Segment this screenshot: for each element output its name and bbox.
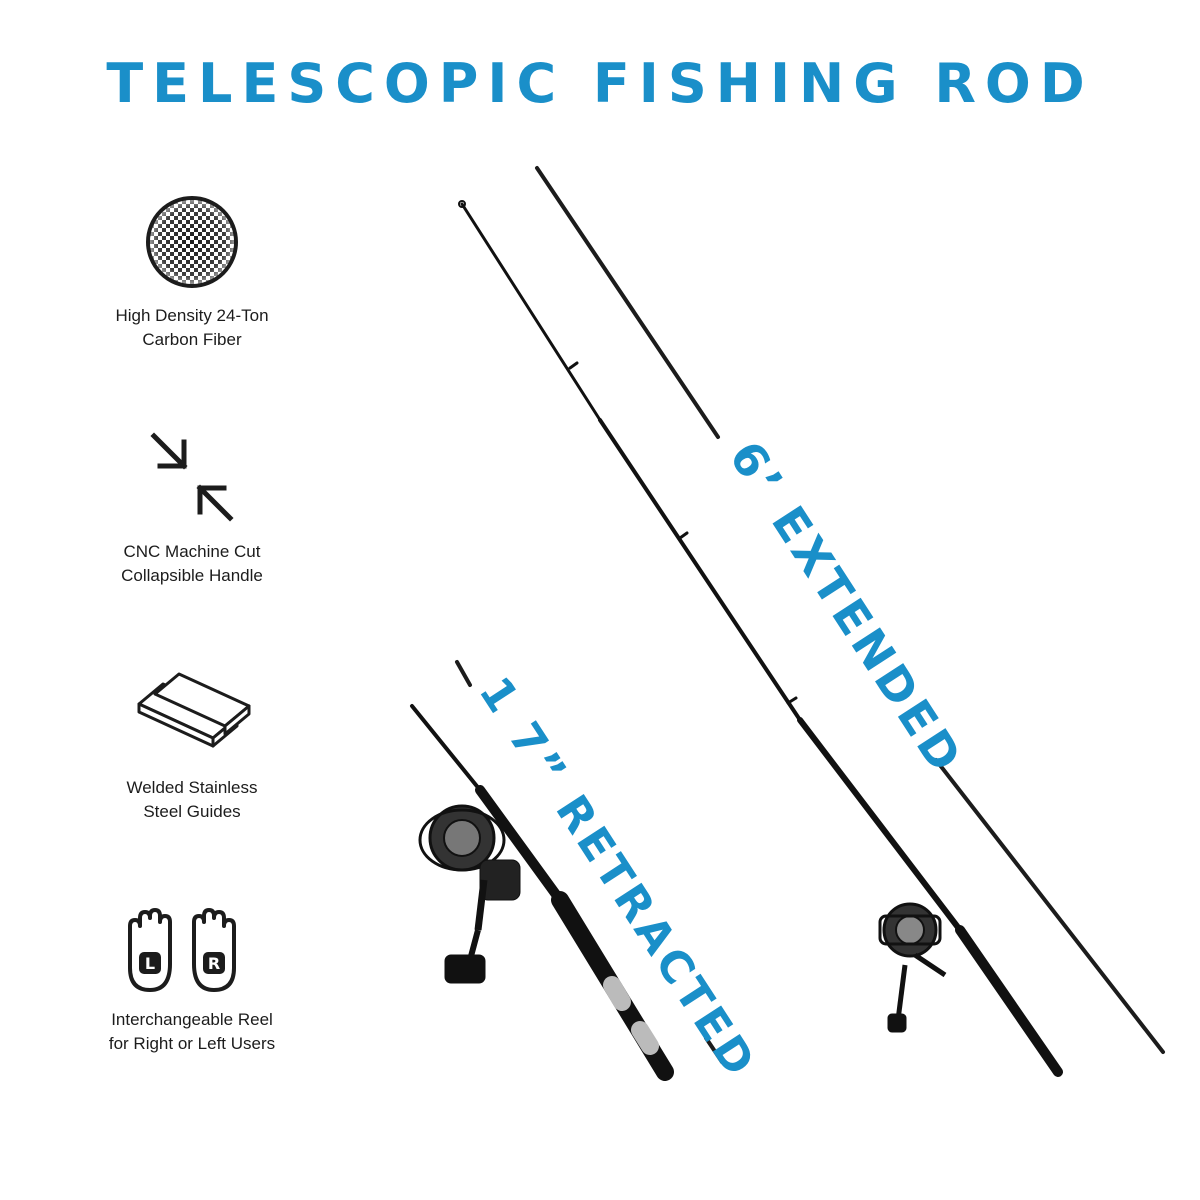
feature-label: High Density 24-Ton Carbon Fiber: [115, 306, 269, 349]
feature-label: Interchangeable Reel for Right or Left U…: [108, 1010, 276, 1053]
extended-dimension-line: [535, 166, 1165, 1054]
page-title: TELESCOPIC FISHING ROD: [106, 52, 1094, 115]
extended-label: 6’ EXTENDED: [719, 432, 974, 785]
feature-steel-guides: Welded Stainless Steel Guides: [92, 664, 292, 824]
feature-label: Welded Stainless Steel Guides: [126, 778, 258, 821]
carbon-fiber-icon: [146, 196, 238, 288]
right-badge: [203, 952, 225, 974]
stainless-plates-icon: [137, 672, 251, 748]
feature-collapsible-handle: CNC Machine Cut Collapsible Handle: [92, 428, 292, 588]
collapse-arrows-icon: [150, 432, 234, 522]
extended-reel-icon: [878, 902, 947, 1033]
retracted-rod: [410, 704, 674, 1081]
left-hand-letter: L: [145, 954, 155, 973]
left-badge: [139, 952, 161, 974]
retracted-dimension-line: [455, 660, 724, 1064]
retracted-reel-icon: [418, 804, 521, 984]
left-right-hands-icon: L R: [128, 908, 236, 992]
feature-interchangeable-reel: L R Interchangeable Reel for Right or Le…: [92, 906, 292, 1056]
extended-rod: [458, 200, 1063, 1077]
right-hand-letter: R: [208, 954, 220, 973]
feature-label: CNC Machine Cut Collapsible Handle: [121, 542, 263, 585]
feature-carbon-fiber: High Density 24-Ton Carbon Fiber: [92, 192, 292, 352]
